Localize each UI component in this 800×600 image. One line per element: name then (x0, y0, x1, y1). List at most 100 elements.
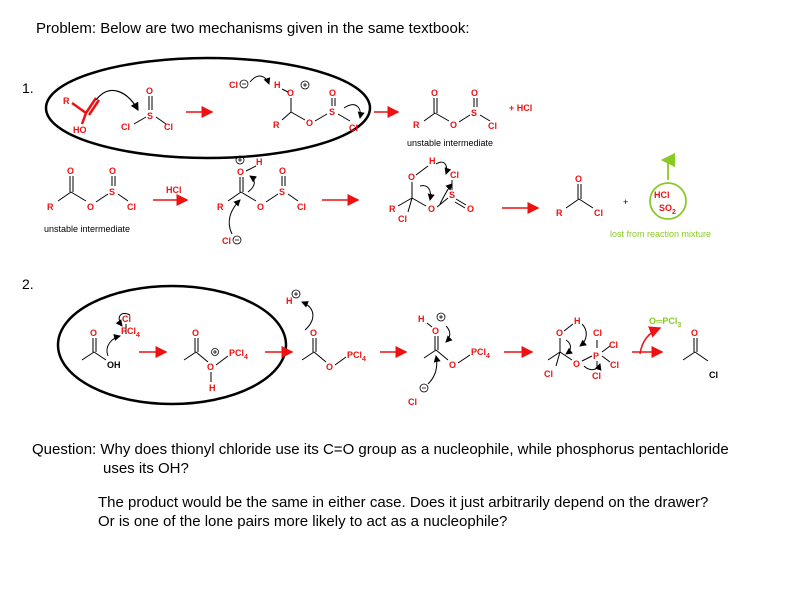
unstable-intermediate-label-2: unstable intermediate (44, 224, 130, 234)
svg-text:R: R (273, 120, 280, 130)
svg-text:Cl: Cl (222, 236, 231, 246)
svg-text:O: O (257, 202, 264, 212)
svg-text:H: H (574, 316, 581, 326)
svg-text:Cl: Cl (127, 202, 136, 212)
question-text: Question: Why does thionyl chloride use … (32, 440, 772, 478)
svg-text:OH: OH (107, 360, 121, 370)
plus-sign: + (623, 197, 628, 207)
svg-text:PCl4: PCl4 (121, 326, 140, 339)
chloride-ion-3: Cl (408, 355, 441, 407)
note-text: The product would be the same in either … (98, 493, 778, 531)
problem-statement: Problem: Below are two mechanisms given … (36, 20, 470, 37)
svg-text:O: O (432, 326, 439, 336)
svg-text:O: O (467, 204, 474, 214)
svg-text:O: O (556, 328, 563, 338)
svg-text:R: R (47, 202, 54, 212)
note-line-1: The product would be the same in either … (98, 494, 709, 511)
svg-text:O: O (450, 120, 457, 130)
svg-text:O: O (192, 328, 199, 338)
svg-text:Cl: Cl (709, 370, 718, 380)
svg-text:S: S (329, 107, 335, 117)
phosphoryl-chloride: O═PCl3 (639, 316, 681, 355)
acetic-acid: O OH (81, 328, 121, 370)
unstable-intermediate-label-1: unstable intermediate (407, 138, 493, 148)
chloride-ion-2: Cl (222, 199, 242, 246)
svg-text:Cl: Cl (544, 369, 553, 379)
svg-text:H: H (256, 157, 263, 167)
svg-text:P: P (593, 351, 599, 361)
svg-text:O: O (287, 88, 294, 98)
svg-text:S: S (279, 187, 285, 197)
svg-text:O: O (449, 360, 456, 370)
svg-text:Cl: Cl (398, 214, 407, 224)
proton-leaving: H (286, 289, 314, 331)
phosphorus-pentachloride: Cl PCl4 (115, 312, 140, 339)
svg-text:S: S (147, 111, 153, 121)
svg-text:Cl: Cl (594, 208, 603, 218)
svg-text:R: R (413, 120, 420, 130)
svg-text:H: H (429, 156, 436, 166)
svg-text:Cl: Cl (164, 122, 173, 132)
oxonium-phosphorus-intermediate: O O PCl4 H (183, 328, 248, 393)
svg-text:PCl4: PCl4 (347, 350, 366, 363)
svg-text:O═PCl3: O═PCl3 (649, 316, 681, 329)
svg-text:Cl: Cl (450, 170, 459, 180)
svg-text:PCl4: PCl4 (471, 347, 490, 360)
svg-text:PCl4: PCl4 (229, 348, 248, 361)
svg-text:Cl: Cl (121, 122, 130, 132)
acyl-chloride-1: O R Cl (556, 174, 603, 218)
hcl-reagent: HCl (166, 185, 182, 195)
svg-text:S: S (449, 190, 455, 200)
tetrahedral-intermediate-2: H O Cl O P Cl Cl Cl Cl (544, 316, 619, 381)
svg-text:R: R (217, 202, 224, 212)
acyl-phosphorus-intermediate: O O PCl4 (301, 328, 366, 372)
svg-text:HO: HO (73, 125, 87, 135)
carboxylic-acid-1: R HO (63, 96, 101, 135)
svg-text:S: S (109, 187, 115, 197)
curved-arrow-attack (95, 89, 139, 112)
svg-text:Cl: Cl (349, 123, 358, 133)
mechanism-1-number: 1. (22, 80, 34, 96)
svg-text:O: O (67, 166, 74, 176)
tetrahedral-intermediate-1: H O R Cl O S O Cl (389, 156, 474, 224)
highlight-ellipse-2 (56, 284, 288, 406)
gaseous-byproducts: HCl SO2 (649, 152, 687, 220)
svg-text:O: O (87, 202, 94, 212)
note-line-2: Or is one of the lone pairs more likely … (98, 513, 508, 530)
svg-text:O: O (237, 167, 244, 177)
svg-text:O: O (90, 328, 97, 338)
protonated-intermediate: H O R O S O Cl (273, 80, 365, 133)
svg-text:Cl: Cl (297, 202, 306, 212)
svg-text:O: O (326, 362, 333, 372)
svg-text:R: R (556, 208, 563, 218)
svg-text:O: O (408, 172, 415, 182)
highlight-ellipse-1 (44, 56, 372, 160)
svg-text:Cl: Cl (488, 121, 497, 131)
svg-text:Cl: Cl (229, 80, 238, 90)
svg-text:R: R (389, 204, 396, 214)
question-line-1: Question: Why does thionyl chloride use … (32, 441, 729, 458)
svg-text:SO2: SO2 (659, 203, 676, 216)
svg-text:O: O (575, 174, 582, 184)
svg-text:Cl: Cl (593, 328, 602, 338)
svg-text:O: O (329, 88, 336, 98)
svg-text:Cl: Cl (610, 360, 619, 370)
svg-text:O: O (146, 86, 153, 96)
svg-text:O: O (573, 359, 580, 369)
svg-text:Cl: Cl (592, 371, 601, 381)
svg-text:O: O (691, 328, 698, 338)
chlorosulfite-ester-2: O R O S O Cl (47, 166, 136, 212)
svg-text:O: O (471, 88, 478, 98)
svg-text:O: O (428, 204, 435, 214)
svg-text:H: H (209, 383, 216, 393)
lost-from-mixture-label: lost from reaction mixture (610, 229, 711, 239)
svg-text:O: O (279, 166, 286, 176)
svg-text:Cl: Cl (609, 340, 618, 350)
svg-text:HCl: HCl (654, 190, 670, 200)
question-line-2: uses its OH? (103, 460, 189, 477)
mechanism-diagram: R HO O S Cl Cl Cl H O R O (44, 56, 718, 407)
protonated-acyl-intermediate: H O O PCl4 (418, 312, 490, 370)
svg-text:H: H (418, 314, 425, 324)
svg-text:O: O (310, 328, 317, 338)
svg-text:R: R (63, 96, 70, 106)
